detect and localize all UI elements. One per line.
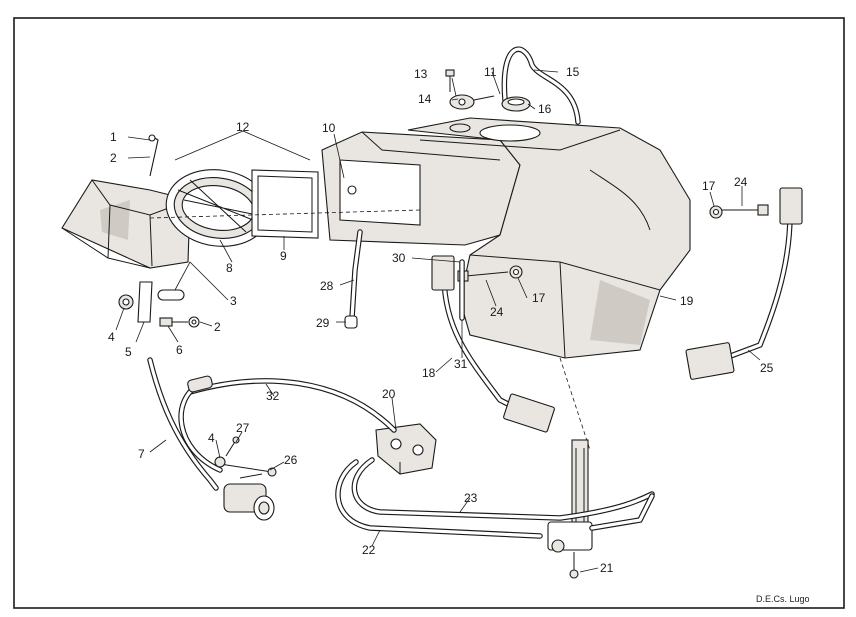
fuel-tank — [407, 117, 691, 359]
callout-22: 22 — [362, 543, 376, 557]
callout-5: 5 — [125, 345, 132, 359]
callout-19: 19 — [680, 294, 694, 308]
callout-26: 26 — [284, 453, 298, 467]
callout-24: 24 — [490, 305, 504, 319]
fuel-distributor-20 — [375, 423, 437, 475]
callout-32: 32 — [266, 389, 280, 403]
drawing-credit: D.E.Cs. Lugo — [756, 594, 810, 604]
nut — [118, 294, 134, 310]
tank-fitting-14 — [449, 94, 495, 110]
callout-13: 13 — [414, 67, 428, 81]
callout-15: 15 — [566, 65, 580, 79]
callout-24: 24 — [734, 175, 748, 189]
callout-25: 25 — [760, 361, 774, 375]
callout-23: 23 — [464, 491, 478, 505]
filter-plate — [251, 169, 319, 239]
filter-box-housing — [321, 131, 521, 246]
callout-21: 21 — [600, 561, 614, 575]
drain-plug — [344, 315, 358, 329]
spacer-17-left — [509, 265, 523, 279]
bracket — [137, 281, 153, 323]
leader-lines — [115, 69, 761, 573]
callout-31: 31 — [454, 357, 468, 371]
callout-16: 16 — [538, 102, 552, 116]
callout-17: 17 — [702, 179, 716, 193]
fuel-tap — [547, 439, 593, 553]
callout-2: 2 — [110, 151, 117, 165]
callout-9: 9 — [280, 249, 287, 263]
tap-screw-21 — [569, 552, 579, 579]
callout-29: 29 — [316, 316, 330, 330]
screw-13 — [445, 69, 455, 92]
callout-labels: 1 2 2 3 4 4 5 6 7 8 9 10 11 12 13 14 15 … — [108, 65, 774, 575]
spacer-17-right — [709, 205, 723, 219]
callout-30: 30 — [392, 251, 406, 265]
filter-box-cover — [61, 179, 191, 269]
clamp-screw — [148, 134, 159, 177]
callout-17: 17 — [532, 291, 546, 305]
callout-4: 4 — [108, 330, 115, 344]
bolt-27 — [225, 436, 240, 457]
callout-10: 10 — [322, 121, 336, 135]
callout-12: 12 — [236, 120, 250, 134]
air-filter-element — [165, 169, 271, 247]
callout-18: 18 — [422, 366, 436, 380]
callout-6: 6 — [176, 343, 183, 357]
callout-14: 14 — [418, 92, 432, 106]
nut-4b — [214, 456, 226, 468]
rubber-grommet — [157, 289, 185, 301]
callout-1: 1 — [110, 130, 117, 144]
callout-7: 7 — [138, 447, 145, 461]
callout-28: 28 — [320, 279, 334, 293]
screw-6 — [159, 317, 188, 327]
callout-27: 27 — [236, 421, 250, 435]
callout-8: 8 — [226, 261, 233, 275]
callout-3: 3 — [230, 294, 237, 308]
bracket-26 — [219, 463, 277, 477]
washer — [188, 316, 200, 328]
drawing-frame — [13, 17, 845, 609]
fuel-hose-22 — [335, 459, 543, 539]
fuel-cap-valve — [501, 96, 531, 112]
callout-2: 2 — [214, 320, 221, 334]
callout-4: 4 — [208, 431, 215, 445]
callout-20: 20 — [382, 387, 396, 401]
fuel-pump-26 — [223, 473, 275, 521]
callout-11: 11 — [484, 65, 497, 79]
bolt-24-right — [722, 204, 769, 216]
